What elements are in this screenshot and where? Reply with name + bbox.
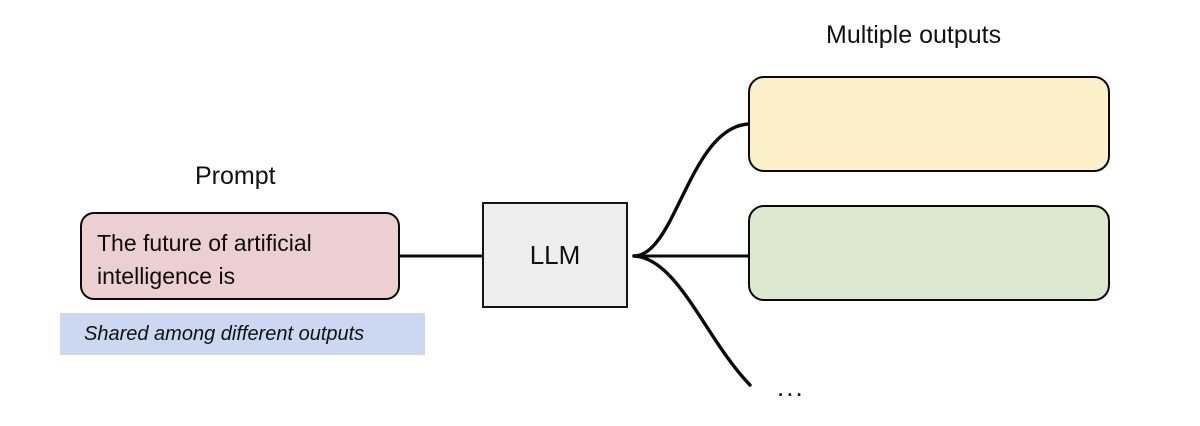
llm-box[interactable]: LLM bbox=[482, 202, 628, 308]
connector-llm-to-output-1 bbox=[632, 122, 752, 258]
output-box-2[interactable] bbox=[748, 205, 1110, 301]
connector-llm-to-more bbox=[632, 254, 752, 387]
more-outputs-ellipsis: ... bbox=[777, 372, 805, 402]
shared-note-highlight: Shared among different outputs bbox=[60, 313, 425, 355]
prompt-section-caption: Prompt bbox=[195, 162, 276, 190]
shared-note-text: Shared among different outputs bbox=[84, 323, 365, 345]
prompt-text: The future of artificial intelligence is bbox=[97, 230, 312, 289]
prompt-box[interactable]: The future of artificial intelligence is bbox=[80, 212, 400, 300]
outputs-section-caption: Multiple outputs bbox=[826, 21, 1002, 49]
output-box-1[interactable] bbox=[748, 76, 1110, 172]
llm-label: LLM bbox=[529, 240, 581, 270]
